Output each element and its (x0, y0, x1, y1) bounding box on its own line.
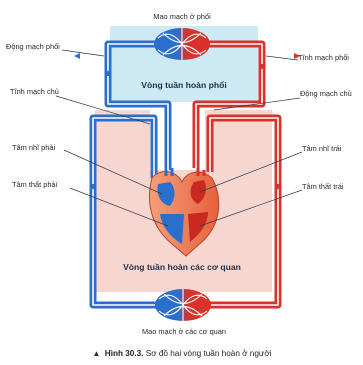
region-systemic-title: Vòng tuần hoàn các cơ quan (123, 262, 241, 272)
caption-text: Sơ đồ hai vòng tuần hoàn ở người (146, 349, 272, 358)
figure-caption: ▲ Hình 30.3. Sơ đồ hai vòng tuần hoàn ở … (92, 349, 271, 358)
arrow-icon (74, 53, 80, 59)
label-pulmonary-artery: Động mạch phổi (6, 42, 60, 51)
label-bottom-capillary: Mao mạch ở các cơ quan (142, 327, 226, 336)
label-right-atrium: Tâm nhĩ phải (12, 143, 55, 152)
label-vena-cava: Tĩnh mạch chủ (10, 87, 59, 96)
label-aorta: Động mạch chủ (300, 89, 352, 98)
region-pulmonary-title: Vòng tuần hoàn phổi (141, 80, 226, 90)
label-right-ventricle: Tâm thất phải (12, 180, 58, 189)
label-top-capillary: Mao mạch ở phổi (153, 12, 211, 21)
lung-capillary-bed (154, 28, 210, 60)
organ-capillary-bed (155, 289, 211, 321)
label-left-ventricle: Tâm thất trái (302, 182, 344, 191)
label-pulmonary-vein: Tĩnh mạch phổi (298, 53, 349, 62)
caption-marker-icon: ▲ (92, 349, 100, 358)
caption-figure-number: Hình 30.3. (105, 349, 144, 358)
label-left-atrium: Tâm nhĩ trái (302, 144, 342, 153)
